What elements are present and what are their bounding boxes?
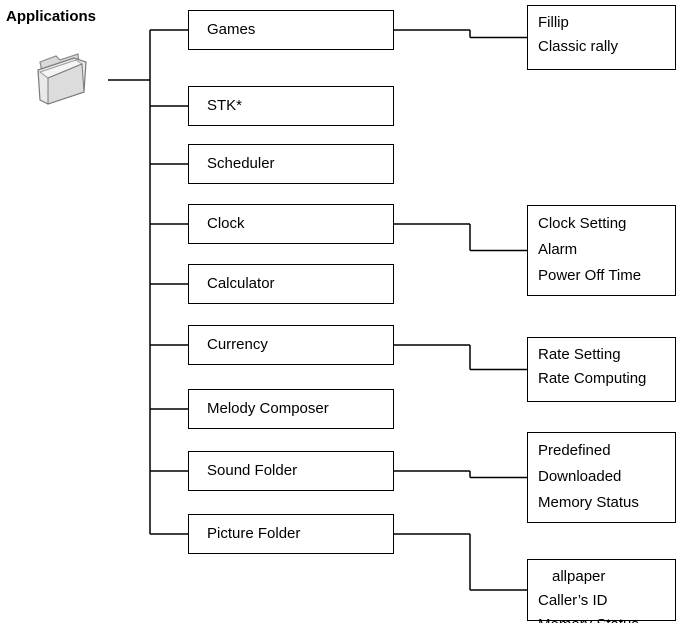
submenu-item[interactable]: Fillip [538,14,569,31]
menu-item-calculator[interactable]: Calculator [188,264,394,304]
menu-item-picture-folder[interactable]: Picture Folder [188,514,394,554]
submenu-item[interactable]: Alarm [538,241,578,258]
menu-item-games[interactable]: Games [188,10,394,50]
submenu-item[interactable]: Predefined [538,442,611,459]
menu-item-stk[interactable]: STK* [188,86,394,126]
submenu-item[interactable]: Classic rally [538,38,619,55]
submenu-item[interactable]: allpaper [552,568,606,585]
menu-item-clock[interactable]: Clock [188,204,394,244]
menu-item-scheduler[interactable]: Scheduler [188,144,394,184]
menu-item-melody-composer[interactable]: Melody Composer [188,389,394,429]
menu-item-label: Currency [207,336,268,353]
menu-item-sound-folder[interactable]: Sound Folder [188,451,394,491]
menu-item-label: Clock [207,215,245,232]
submenu-item[interactable]: Memory Status [538,494,639,511]
menu-item-label: Games [207,21,256,38]
submenu-item[interactable]: Caller’s ID [538,592,608,609]
submenu-item[interactable]: Rate Setting [538,346,621,363]
submenu-item[interactable]: Downloaded [538,468,622,485]
menu-item-label: Picture Folder [207,525,301,542]
page-title: Applications [6,8,97,25]
menu-item-label: Scheduler [207,155,275,172]
menu-item-label: STK* [207,97,243,114]
submenu-item[interactable]: Rate Computing [538,370,647,387]
menu-item-label: Melody Composer [207,400,329,417]
folder-icon [37,53,87,105]
menu-item-currency[interactable]: Currency [188,325,394,365]
menu-item-label: Calculator [207,275,275,292]
submenu-item[interactable]: Power Off Time [538,267,642,284]
submenu-item[interactable]: Clock Setting [538,215,627,232]
menu-item-label: Sound Folder [207,462,298,479]
submenu-item[interactable]: Memory Status [538,613,675,623]
